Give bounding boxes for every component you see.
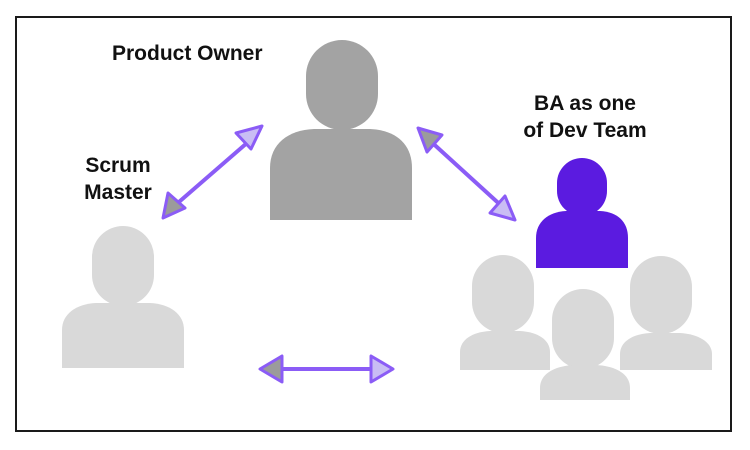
dev-team-member-right-icon (620, 256, 712, 370)
dev-team-member-center-icon (540, 289, 630, 400)
product-owner-person-icon (270, 40, 412, 220)
ba-label-line1: BA as one (534, 92, 636, 115)
ba-person-icon (536, 158, 628, 268)
arrow-po-scrum-master (161, 124, 264, 220)
diagram-border (15, 16, 732, 432)
scrum-master-person-icon (62, 226, 184, 368)
scrum-master-label-line2: Master (84, 181, 152, 204)
scrum-master-label-line1: Scrum (85, 154, 151, 177)
dev-team-member-left-icon (460, 255, 550, 370)
product-owner-label: Product Owner (112, 42, 263, 65)
ba-label: BA as one of Dev Team (510, 90, 660, 144)
ba-label-line2: of Dev Team (523, 119, 647, 142)
arrow-po-dev-team (416, 126, 517, 222)
arrow-scrum-master-dev-team (258, 354, 395, 384)
scrum-master-label: Scrum Master (70, 152, 166, 206)
